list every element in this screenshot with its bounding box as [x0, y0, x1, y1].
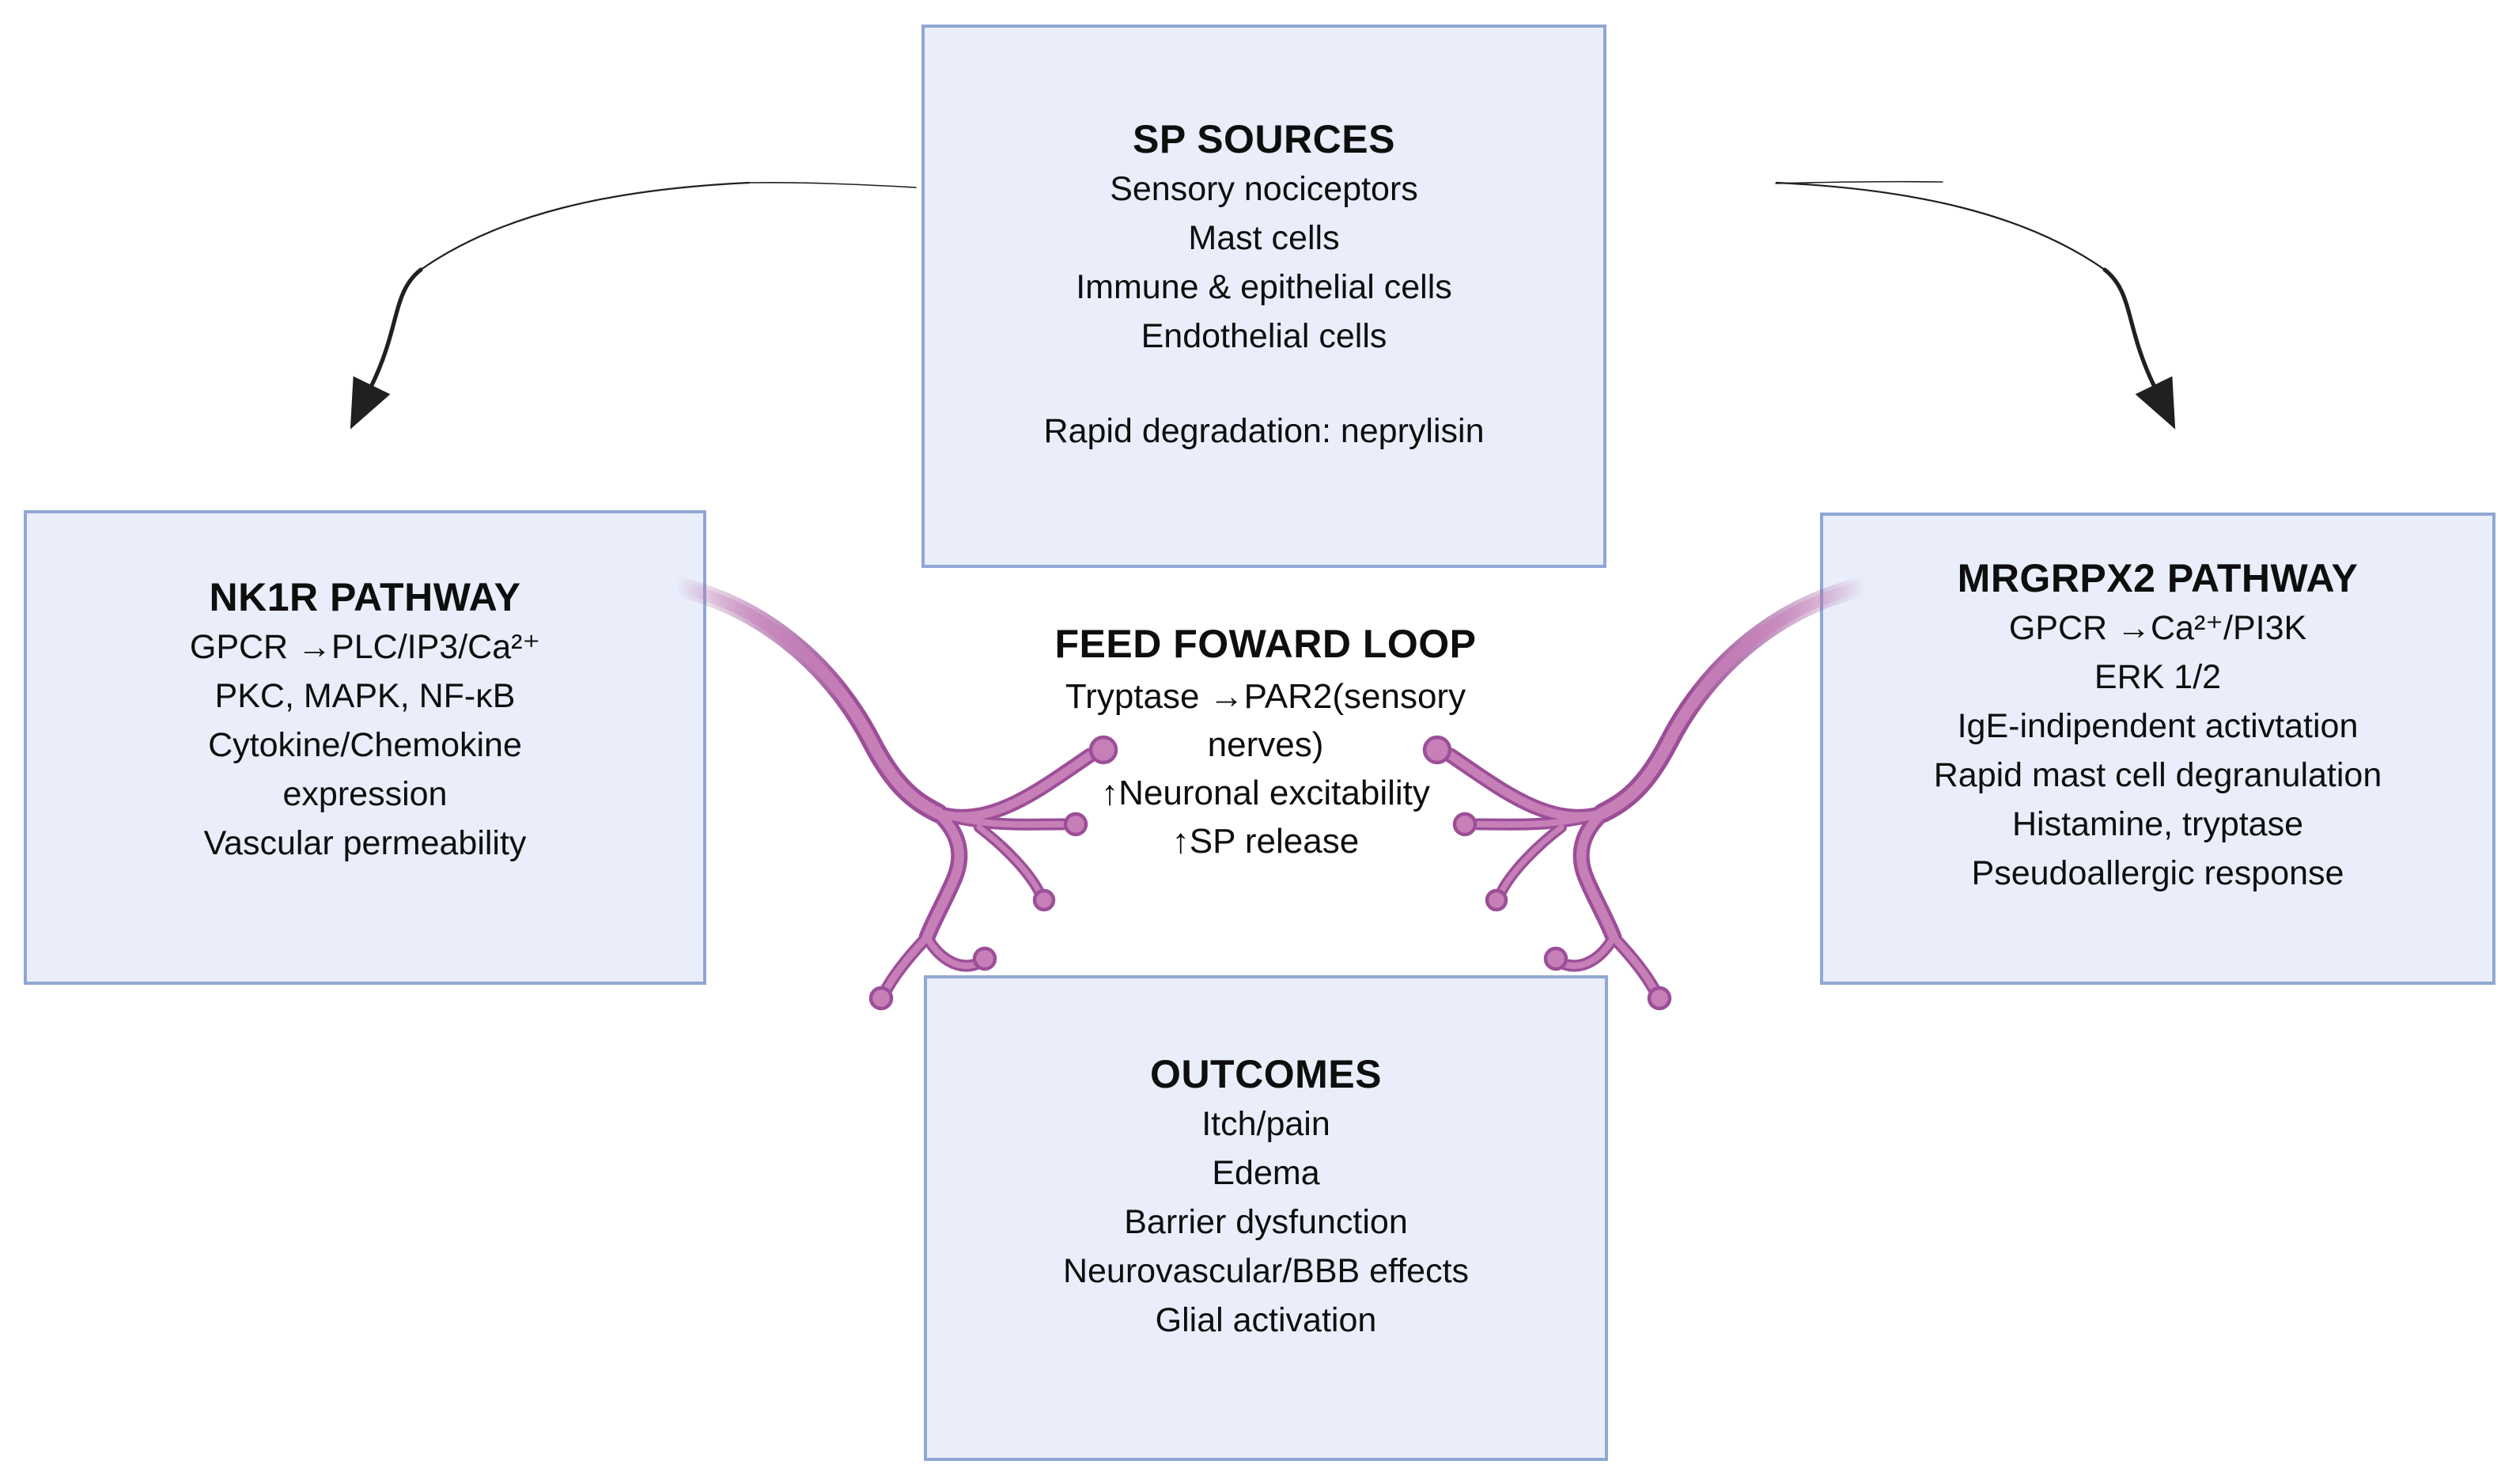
- outcomes-title: OUTCOMES: [1150, 1051, 1382, 1096]
- text-line: Rapid mast cell degranulation: [1933, 755, 2382, 794]
- text-line: Pseudoallergic response: [1971, 853, 2344, 892]
- box-nk1r-pathway: NK1R PATHWAY GPCR →PLC/IP3/Ca²⁺ PKC, MAPK…: [24, 510, 706, 985]
- mrgrpx2-title: MRGRPX2 PATHWAY: [1957, 555, 2359, 600]
- curved-arrow-right-icon: [1775, 180, 2176, 430]
- text-line: ↑SP release: [1171, 822, 1360, 861]
- text-line: Mast cells: [1188, 218, 1340, 257]
- sp-sources-note: Rapid degradation: neprylisin: [1043, 411, 1485, 450]
- text-line: GPCR →Ca²⁺/PI3K: [2008, 608, 2307, 647]
- text-line: Neurovascular/BBB effects: [1062, 1251, 1470, 1290]
- text-line: Endothelial cells: [1141, 316, 1387, 355]
- text-line: Immune & epithelial cells: [1076, 267, 1452, 306]
- curved-arrow-left-icon: [350, 181, 917, 430]
- text-line: Vascular permeability: [203, 824, 527, 862]
- text-line: Itch/pain: [1201, 1104, 1330, 1143]
- text-line: ERK 1/2: [2094, 657, 2222, 696]
- text-line: Histamine, tryptase: [2011, 804, 2304, 843]
- text-line: GPCR →PLC/IP3/Ca²⁺: [189, 628, 541, 666]
- text-line: PKC, MAPK, NF-κB: [214, 677, 516, 715]
- sp-sources-title: SP SOURCES: [1133, 116, 1395, 161]
- nk1r-title: NK1R PATHWAY: [209, 575, 521, 619]
- text-line: nerves): [1207, 725, 1324, 764]
- arrowhead-icon: [2135, 376, 2176, 430]
- text-line: Edema: [1212, 1153, 1320, 1192]
- nk1r-lines: GPCR →PLC/IP3/Ca²⁺ PKC, MAPK, NF-κB Cytoki…: [27, 623, 703, 868]
- text-line: ↑Neuronal excitability: [1101, 774, 1430, 812]
- feed-forward-loop-block: FEED FOWARD LOOP Tryptase →PAR2(sensory n…: [902, 619, 1629, 865]
- arrowhead-icon: [350, 376, 391, 430]
- text-line: Tryptase →PAR2(sensory: [1065, 677, 1466, 716]
- feed-forward-loop-title: FEED FOWARD LOOP: [1054, 622, 1477, 666]
- text-line: Glial activation: [1155, 1300, 1377, 1339]
- feed-forward-loop-lines: Tryptase →PAR2(sensory nerves) ↑Neuronal e…: [902, 672, 1629, 865]
- text-line: Cytokine/Chemokine: [208, 726, 522, 764]
- text-line: expression: [282, 775, 448, 813]
- text-line: Barrier dysfunction: [1124, 1202, 1408, 1241]
- text-line: Sensory nociceptors: [1110, 169, 1418, 208]
- text-line: IgE-indipendent activtation: [1957, 706, 2359, 745]
